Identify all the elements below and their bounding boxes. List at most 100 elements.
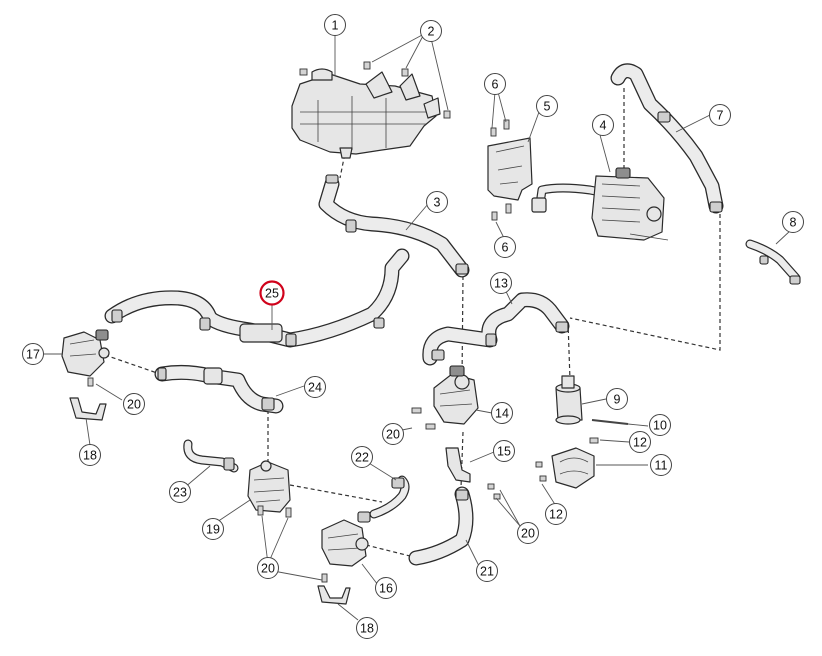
- callout-24[interactable]: 24: [304, 376, 326, 398]
- callout-4[interactable]: 4: [592, 114, 614, 136]
- callout-circle: [169, 481, 191, 503]
- callout-circle: [782, 211, 804, 233]
- callout-21[interactable]: 21: [476, 560, 498, 582]
- callout-label: 25: [265, 287, 279, 301]
- callout-circle: [356, 617, 378, 639]
- hose-23[interactable]: [183, 439, 239, 473]
- hose-7[interactable]: [610, 63, 724, 214]
- callout-20[interactable]: 20: [123, 393, 145, 415]
- callout-circle: [304, 376, 326, 398]
- callout-label: 6: [502, 241, 509, 255]
- callout-2[interactable]: 2: [420, 20, 442, 42]
- callout-18[interactable]: 18: [356, 617, 378, 639]
- callout-circle: [517, 522, 539, 544]
- callout-circle: [494, 236, 516, 258]
- bracket-5[interactable]: [487, 119, 533, 221]
- hose-13[interactable]: [422, 292, 570, 366]
- callout-label: 20: [127, 398, 141, 412]
- callout-label: 5: [544, 100, 551, 114]
- callout-8[interactable]: 8: [782, 211, 804, 233]
- callout-label: 13: [494, 277, 508, 291]
- callout-circle: [259, 280, 285, 306]
- bracket-18-lower[interactable]: [317, 573, 351, 605]
- callout-25[interactable]: 25: [259, 280, 285, 306]
- callout-circle: [709, 104, 731, 126]
- heater-module-4[interactable]: [531, 167, 669, 241]
- callout-label: 23: [173, 486, 187, 500]
- callout-circle: [351, 446, 373, 468]
- hose-21[interactable]: [408, 486, 474, 566]
- callout-5[interactable]: 5: [536, 95, 558, 117]
- hose-24[interactable]: [154, 364, 284, 414]
- callout-label: 24: [308, 381, 322, 395]
- callout-13[interactable]: 13: [490, 272, 512, 294]
- callout-circle: [420, 20, 442, 42]
- callout-circle: [22, 343, 44, 365]
- callout-circle: [324, 14, 346, 36]
- pin-10[interactable]: [591, 419, 629, 425]
- callout-20[interactable]: 20: [382, 423, 404, 445]
- callout-label: 20: [386, 428, 400, 442]
- callout-10[interactable]: 10: [649, 414, 671, 436]
- callout-circle: [202, 518, 224, 540]
- callout-label: 18: [83, 449, 97, 463]
- callout-circle: [491, 402, 513, 424]
- hose-3[interactable]: [318, 174, 470, 278]
- callout-label: 6: [492, 78, 499, 92]
- callout-6[interactable]: 6: [494, 236, 516, 258]
- callout-15[interactable]: 15: [493, 440, 515, 462]
- bracket-15[interactable]: [445, 447, 501, 500]
- callout-20[interactable]: 20: [517, 522, 539, 544]
- callout-circle: [536, 95, 558, 117]
- callout-3[interactable]: 3: [426, 191, 448, 213]
- callout-14[interactable]: 14: [491, 402, 513, 424]
- callout-label: 20: [521, 527, 535, 541]
- callout-circle: [382, 423, 404, 445]
- callout-label: 1: [332, 19, 339, 33]
- hose-8[interactable]: [745, 239, 801, 285]
- callout-11[interactable]: 11: [650, 454, 672, 476]
- callout-circle: [629, 431, 651, 453]
- callout-circle: [476, 560, 498, 582]
- callout-1[interactable]: 1: [324, 14, 346, 36]
- callout-label: 22: [355, 451, 369, 465]
- pump-17[interactable]: [61, 329, 110, 387]
- callout-16[interactable]: 16: [375, 577, 397, 599]
- hose-22[interactable]: [369, 475, 410, 519]
- callout-label: 3: [434, 196, 441, 210]
- callout-circle: [490, 272, 512, 294]
- callout-23[interactable]: 23: [169, 481, 191, 503]
- callout-label: 9: [614, 393, 621, 407]
- callout-12[interactable]: 12: [545, 503, 567, 525]
- expansion-tank[interactable]: [291, 61, 451, 159]
- callout-label: 12: [633, 436, 647, 450]
- callout-20[interactable]: 20: [257, 557, 279, 579]
- pump-14[interactable]: [411, 365, 479, 430]
- callout-circle: [592, 114, 614, 136]
- callout-18[interactable]: 18: [79, 444, 101, 466]
- valve-9[interactable]: [555, 375, 583, 425]
- pump-16[interactable]: [321, 511, 371, 567]
- bracket-11[interactable]: [551, 447, 595, 489]
- callout-label: 2: [428, 25, 435, 39]
- callout-17[interactable]: 17: [22, 343, 44, 365]
- bracket-18-upper[interactable]: [69, 397, 107, 421]
- callout-label: 19: [206, 523, 220, 537]
- callout-label: 7: [717, 109, 724, 123]
- callout-label: 18: [360, 622, 374, 636]
- callout-19[interactable]: 19: [202, 518, 224, 540]
- callout-label: 15: [497, 445, 511, 459]
- callout-12[interactable]: 12: [629, 431, 651, 453]
- callout-circle: [493, 440, 515, 462]
- callout-9[interactable]: 9: [606, 388, 628, 410]
- callout-label: 12: [549, 508, 563, 522]
- callout-22[interactable]: 22: [351, 446, 373, 468]
- valve-19[interactable]: [247, 460, 292, 518]
- callout-6[interactable]: 6: [484, 73, 506, 95]
- callout-circle: [484, 73, 506, 95]
- callout-circle: [426, 191, 448, 213]
- hose-25[interactable]: [104, 248, 410, 348]
- callout-7[interactable]: 7: [709, 104, 731, 126]
